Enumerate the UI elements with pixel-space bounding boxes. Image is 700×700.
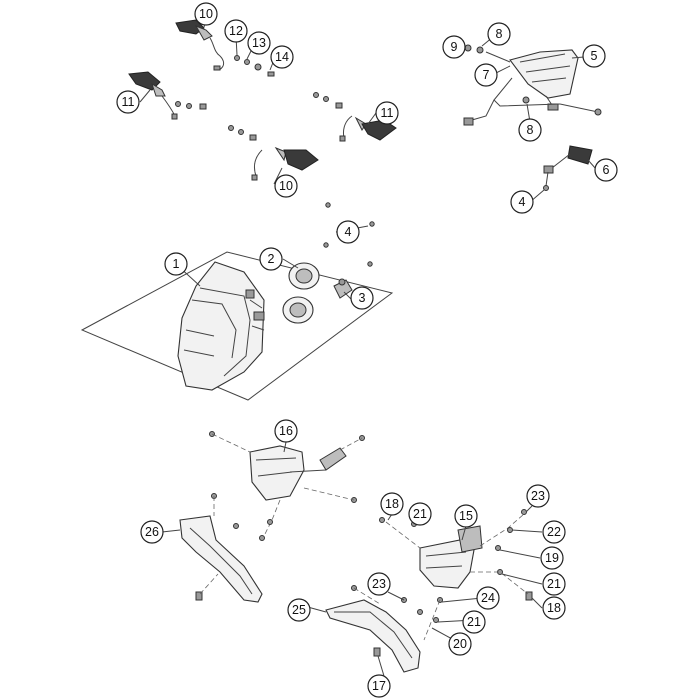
headlight-screws — [323, 202, 375, 267]
svg-text:15: 15 — [459, 509, 473, 523]
turn-signal-front-left — [175, 19, 275, 77]
headlight-bulb — [333, 278, 353, 299]
callout-18-left: 18 — [380, 492, 404, 516]
lower-headlight-15 — [379, 509, 533, 601]
callout-14: 14 — [270, 45, 294, 69]
svg-text:6: 6 — [603, 163, 610, 177]
callout-21-bottom: 21 — [462, 610, 486, 634]
svg-text:1: 1 — [173, 257, 180, 271]
callout-19: 19 — [540, 546, 564, 570]
callout-13: 13 — [247, 31, 271, 55]
headlight-bulb-rings — [282, 262, 320, 324]
callout-8-bottom: 8 — [518, 118, 542, 142]
svg-text:5: 5 — [591, 49, 598, 63]
svg-text:21: 21 — [547, 577, 561, 591]
callout-1: 1 — [164, 252, 188, 276]
svg-text:19: 19 — [545, 551, 559, 565]
svg-text:26: 26 — [145, 525, 159, 539]
callout-25: 25 — [287, 598, 311, 622]
svg-text:4: 4 — [345, 225, 352, 239]
callout-12: 12 — [224, 19, 248, 43]
lower-headlight-bracket-16 — [209, 431, 365, 541]
svg-text:8: 8 — [527, 123, 534, 137]
svg-text:10: 10 — [279, 179, 293, 193]
callout-23-left: 23 — [367, 572, 391, 596]
callout-11-right: 11 — [375, 101, 399, 125]
svg-text:22: 22 — [547, 525, 561, 539]
callout-16: 16 — [274, 419, 298, 443]
lower-bracket-25 — [325, 585, 443, 673]
callout-9: 9 — [442, 35, 466, 59]
callout-10-bottom: 10 — [274, 174, 298, 198]
callout-17: 17 — [367, 674, 391, 698]
svg-text:20: 20 — [453, 637, 467, 651]
svg-text:23: 23 — [372, 577, 386, 591]
callout-2: 2 — [259, 247, 283, 271]
callout-5: 5 — [582, 44, 606, 68]
callout-3: 3 — [350, 286, 374, 310]
side-bracket-26 — [179, 493, 263, 603]
callout-10-top: 10 — [194, 2, 218, 26]
callout-4-middle: 4 — [336, 220, 360, 244]
svg-text:16: 16 — [279, 424, 293, 438]
callout-21-right: 21 — [542, 572, 566, 596]
turn-signal-front-right — [228, 125, 319, 181]
svg-text:17: 17 — [372, 679, 386, 693]
turn-signal-rear-left — [128, 71, 207, 120]
svg-text:9: 9 — [451, 40, 458, 54]
svg-text:4: 4 — [519, 195, 526, 209]
svg-text:18: 18 — [547, 601, 561, 615]
svg-text:23: 23 — [531, 489, 545, 503]
svg-text:8: 8 — [496, 27, 503, 41]
tail-light-assembly — [463, 44, 602, 126]
license-plate-light — [543, 145, 593, 191]
svg-text:7: 7 — [483, 68, 490, 82]
callout-18-right: 18 — [542, 596, 566, 620]
headlight-housing — [177, 261, 265, 391]
callout-15: 15 — [454, 504, 478, 528]
svg-text:25: 25 — [292, 603, 306, 617]
svg-text:12: 12 — [229, 24, 243, 38]
callout-23-right: 23 — [526, 484, 550, 508]
svg-text:21: 21 — [467, 615, 481, 629]
callout-20: 20 — [448, 632, 472, 656]
callout-4-right: 4 — [510, 190, 534, 214]
svg-text:24: 24 — [481, 591, 495, 605]
callout-8-top: 8 — [487, 22, 511, 46]
svg-text:10: 10 — [199, 7, 213, 21]
callout-22: 22 — [542, 520, 566, 544]
callout-26: 26 — [140, 520, 164, 544]
svg-text:3: 3 — [359, 291, 366, 305]
callout-21-top: 21 — [408, 502, 432, 526]
callout-6: 6 — [594, 158, 618, 182]
callout-7: 7 — [474, 63, 498, 87]
callout-24: 24 — [476, 586, 500, 610]
svg-text:11: 11 — [122, 95, 135, 109]
svg-text:21: 21 — [413, 507, 427, 521]
svg-text:13: 13 — [252, 36, 266, 50]
svg-text:18: 18 — [385, 497, 399, 511]
turn-signal-rear-right — [313, 92, 397, 142]
leader-lines — [139, 20, 597, 677]
svg-text:2: 2 — [268, 252, 275, 266]
callout-11-left: 11 — [116, 90, 140, 114]
svg-text:11: 11 — [381, 106, 394, 120]
svg-text:14: 14 — [275, 50, 289, 64]
